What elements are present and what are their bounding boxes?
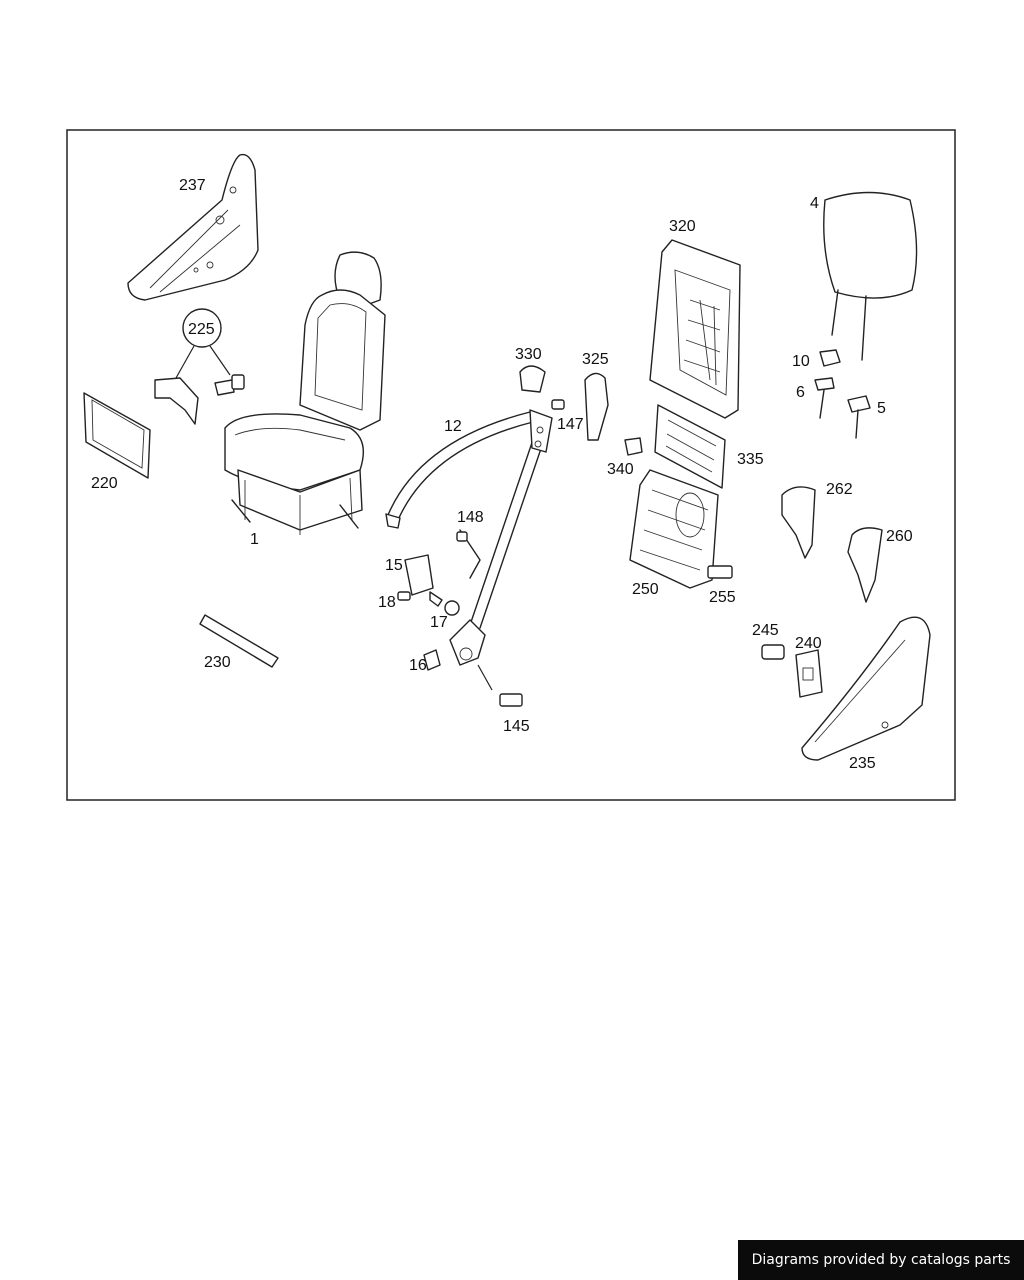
callout-235: 235	[849, 755, 876, 772]
callout-12: 12	[444, 418, 462, 435]
callout-5: 5	[877, 400, 886, 417]
retractor-12[interactable]	[449, 619, 523, 707]
seat-assembly-1[interactable]	[224, 251, 386, 535]
guide-5[interactable]	[847, 395, 871, 439]
diagram-frame	[66, 129, 956, 801]
side-trim-237[interactable]	[127, 153, 259, 301]
cover-262[interactable]	[781, 486, 816, 559]
mechanism-250[interactable]	[629, 469, 733, 589]
callout-17: 17	[430, 614, 448, 631]
callout-15: 15	[385, 557, 403, 574]
trim-strip-230[interactable]	[199, 614, 279, 668]
callout-320: 320	[669, 218, 696, 235]
callout-255: 255	[709, 589, 736, 606]
callout-4: 4	[810, 195, 819, 212]
headrest-4[interactable]	[823, 191, 918, 361]
callout-1: 1	[250, 531, 259, 548]
callout-325: 325	[582, 351, 609, 368]
plate-335[interactable]	[654, 404, 726, 489]
callout-145: 145	[503, 718, 530, 735]
bracket-240[interactable]	[795, 649, 823, 698]
side-trim-235[interactable]	[801, 616, 931, 761]
bracket-225[interactable]	[154, 308, 245, 425]
cover-260[interactable]	[847, 527, 883, 603]
callout-10: 10	[792, 353, 810, 370]
callout-335: 335	[737, 451, 764, 468]
callout-16: 16	[409, 657, 427, 674]
callout-147: 147	[557, 416, 584, 433]
callout-260: 260	[886, 528, 913, 545]
callout-230: 230	[204, 654, 231, 671]
seat-belt-12[interactable]	[385, 365, 609, 629]
callout-240: 240	[795, 635, 822, 652]
buckle-15[interactable]	[397, 554, 460, 671]
callout-18: 18	[378, 594, 396, 611]
callout-148: 148	[457, 509, 484, 526]
callout-262: 262	[826, 481, 853, 498]
callout-6: 6	[796, 384, 805, 401]
guide-10[interactable]	[819, 349, 841, 367]
callout-340: 340	[607, 461, 634, 478]
callout-225: 225	[188, 321, 215, 338]
clip-340[interactable]	[624, 437, 643, 456]
guide-6[interactable]	[814, 377, 835, 419]
footer-credit-badge: Diagrams provided by catalogs parts	[738, 1240, 1024, 1280]
callout-330: 330	[515, 346, 542, 363]
cover-panel-220[interactable]	[83, 392, 151, 479]
backrest-frame-320[interactable]	[649, 239, 741, 419]
callout-220: 220	[91, 475, 118, 492]
bolt-245[interactable]	[761, 644, 785, 660]
callout-250: 250	[632, 581, 659, 598]
callout-237: 237	[179, 177, 206, 194]
callout-245: 245	[752, 622, 779, 639]
